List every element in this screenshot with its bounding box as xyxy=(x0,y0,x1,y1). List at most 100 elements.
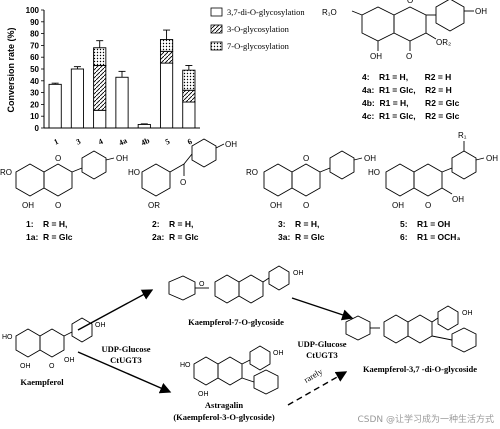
flavonol-or2-label: OR₂ xyxy=(436,38,451,47)
svg-text:OH: OH xyxy=(475,7,487,16)
y-tick-label: 40 xyxy=(30,77,39,86)
x-axis: 1 3 4 4a 4b 5 6 xyxy=(44,127,200,148)
svg-text:OH: OH xyxy=(20,363,31,370)
compound-4-label: 4: R1 = H, R2 = H xyxy=(362,72,451,82)
svg-text:OH: OH xyxy=(392,201,404,210)
svg-text:HO: HO xyxy=(368,168,380,177)
svg-text:OH: OH xyxy=(22,201,34,210)
svg-text:OH: OH xyxy=(64,357,75,364)
svg-text:OH: OH xyxy=(116,154,128,163)
y-axis-label: Conversion rate (%) xyxy=(6,27,16,112)
k37-diglycoside-structure: OH xyxy=(345,305,477,353)
arrow-astragalin-to-k37-rarely xyxy=(287,371,348,406)
astragalin-label: Astragalin xyxy=(205,400,244,410)
svg-text:OH: OH xyxy=(225,140,237,149)
svg-text:O: O xyxy=(425,201,431,210)
y-tick-label: 30 xyxy=(30,89,39,98)
x-tick-label: 1 xyxy=(52,137,59,147)
compound-1-label: 1: R = H, xyxy=(26,219,67,229)
svg-text:HO: HO xyxy=(2,334,13,341)
y-tick-label: 0 xyxy=(35,124,40,133)
compound-1a-label: 1a: R = Glc xyxy=(26,232,73,242)
compound-4b-label: 4b: R1 = H, R2 = Glc xyxy=(362,98,460,108)
y-axis: 0 10 20 30 40 50 60 70 80 90 100 xyxy=(26,6,45,133)
y-tick-label: 80 xyxy=(30,30,39,39)
arrow-kaempferol-to-astragalin xyxy=(77,351,172,394)
x-tick-label: 4a xyxy=(117,136,128,148)
svg-text:RO: RO xyxy=(246,168,258,177)
x-tick-label: 3 xyxy=(75,137,82,147)
svg-text:OH: OH xyxy=(198,391,209,398)
legend-swatch-3o xyxy=(210,24,223,34)
kaempferol-structure: HO OH OH O OH xyxy=(2,317,106,370)
svg-text:O: O xyxy=(55,201,61,210)
compound-4c-label: 4c: R1 = Glc, R2 = Glc xyxy=(362,111,460,121)
svg-text:OH: OH xyxy=(452,195,464,204)
compound-3a-label: 3a: R = Glc xyxy=(278,232,325,242)
x-tick-label: 4 xyxy=(97,137,104,147)
x-tick-label: 6 xyxy=(186,137,193,147)
svg-text:OH: OH xyxy=(95,322,106,329)
ctugt3-label-1: CtUGT3 xyxy=(110,355,142,365)
compound-5-6-structure: R₁ HO OH OH O OH xyxy=(368,131,498,210)
udp-glucose-label-1: UDP-Glucose xyxy=(101,344,150,354)
legend-label-7o: 7-O-glycosylation xyxy=(227,41,290,51)
y-tick-label: 90 xyxy=(30,18,39,27)
y-tick-label: 10 xyxy=(30,112,39,121)
k3-glycoside-label: (Kaempferol-3-O-glycoside) xyxy=(173,412,275,422)
svg-text:O: O xyxy=(49,363,55,370)
x-tick-label: 5 xyxy=(164,137,171,147)
svg-text:O: O xyxy=(407,0,413,5)
watermark: CSDN @让学习成为一种生活方式 xyxy=(357,415,494,425)
compound-1-structure: RO OH OH O O xyxy=(0,150,128,210)
svg-text:O: O xyxy=(303,201,309,210)
flavonol-structure: R₁O OH OH O O OR₂ xyxy=(322,0,487,61)
k7-glycoside-structure: O OH xyxy=(168,265,304,304)
compound-3-label: 3: R = H, xyxy=(278,219,319,229)
compound-2-label: 2: R = H, xyxy=(152,219,193,229)
compound-2a-label: 2a: R = Glc xyxy=(152,232,199,242)
legend: 3,7-di-O-glycosylation 3-O-glycosylation… xyxy=(210,7,305,51)
svg-text:RO: RO xyxy=(0,168,12,177)
compound-2-structure: HO OH OR O xyxy=(128,138,237,210)
flavonol-legend: 4: R1 = H, R2 = H 4a: R1 = Glc, R2 = H 4… xyxy=(362,72,460,121)
kaempferol-label: Kaempferol xyxy=(20,377,64,387)
svg-text:OR: OR xyxy=(148,201,160,210)
svg-text:OH: OH xyxy=(486,154,498,163)
y-tick-label: 60 xyxy=(30,53,39,62)
astragalin-structure: HO OH OH xyxy=(180,345,284,398)
legend-label-di: 3,7-di-O-glycosylation xyxy=(227,7,305,17)
ctugt3-label-2: CtUGT3 xyxy=(306,350,338,360)
legend-swatch-di xyxy=(210,7,223,17)
compound-5-r1-label: R₁ xyxy=(458,131,467,140)
y-tick-label: 50 xyxy=(30,65,39,74)
bars-group xyxy=(48,29,196,129)
compound-6-label: 6: R1 = OCH₃ xyxy=(400,232,460,242)
y-tick-label: 70 xyxy=(30,41,39,50)
udp-glucose-label-2: UDP-Glucose xyxy=(297,339,346,349)
flavonol-r1o-label: R₁O xyxy=(322,8,337,17)
arrow-kaempferol-to-k7 xyxy=(77,289,154,331)
svg-text:O: O xyxy=(406,52,412,61)
compound-3-structure: RO OH OH O O xyxy=(246,150,376,210)
svg-text:OH: OH xyxy=(270,201,282,210)
svg-text:HO: HO xyxy=(180,362,191,369)
svg-text:O: O xyxy=(55,154,61,163)
svg-text:O: O xyxy=(180,178,186,187)
svg-text:O: O xyxy=(199,281,205,288)
k37-diglycoside-label: Kaempferol-3,7 -di-O-glycoside xyxy=(363,364,477,374)
x-tick-label: 4b xyxy=(139,136,151,148)
y-tick-label: 20 xyxy=(30,100,39,109)
k7-glycoside-label: Kaempferol-7-O-glycoside xyxy=(188,317,284,327)
compound-5-label: 5: R1 = OH xyxy=(400,219,450,229)
svg-text:O: O xyxy=(303,154,309,163)
rarely-label: rarely xyxy=(302,366,325,385)
y-tick-label: 100 xyxy=(26,6,40,15)
arrow-k7-to-k37 xyxy=(291,297,354,321)
svg-text:HO: HO xyxy=(128,168,140,177)
legend-swatch-7o xyxy=(210,41,223,51)
svg-text:OH: OH xyxy=(273,350,284,357)
compound-4a-label: 4a: R1 = Glc, R2 = H xyxy=(362,85,452,95)
